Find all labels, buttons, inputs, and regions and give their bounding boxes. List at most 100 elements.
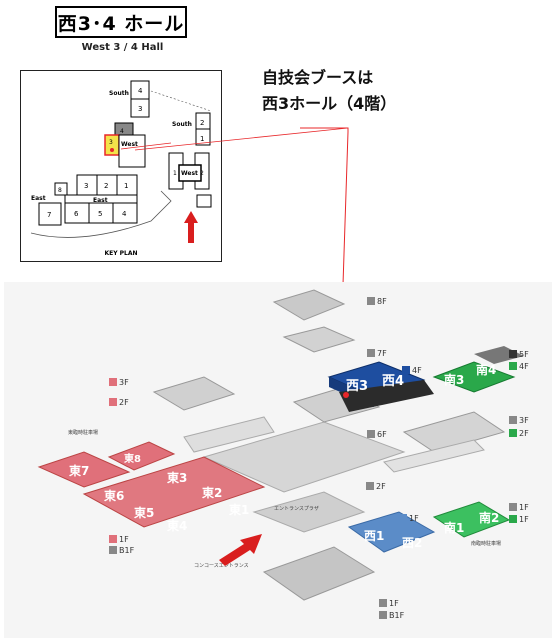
hall-west4-label: 西4 (382, 374, 404, 389)
key-plan: South 4 3 4 3 West South 2 1 West 1 2 3 (20, 70, 222, 262)
floor-2-tag-icon (366, 482, 374, 490)
east-hall-main-block (82, 456, 266, 528)
hall-east1-label: 東1 (229, 502, 249, 517)
kp-south-upper-label: South (109, 90, 129, 97)
kp-label-e2: 2 (104, 182, 108, 190)
top-building-7f (282, 326, 356, 353)
west-lower-halls (347, 511, 436, 553)
floor-3-label: 3F (519, 416, 529, 425)
kp-up-arrow-icon (184, 211, 198, 223)
hall-south1-label: 南1 (444, 520, 464, 535)
floor-3-east-tag-icon (109, 378, 117, 386)
floor-2-east-tag-icon (109, 398, 117, 406)
floor-1-west-tag-icon (399, 514, 407, 522)
floor-4-west-tag-icon (402, 366, 410, 374)
kp-east-label: East (93, 197, 108, 204)
south-walkway (402, 411, 506, 453)
kp-east-hall-4 (112, 202, 138, 224)
kp-label-wr2: 2 (200, 170, 204, 177)
floor-2-label: 2F (376, 482, 386, 491)
hall-west2-label: 西2 (402, 536, 422, 550)
hall-south4-label: 南4 (476, 362, 496, 377)
east-upper-block (152, 376, 236, 411)
venue-map: 西3 西4 南3 南4 南1 南2 西1 西2 東7 東8 東6 東5 東4 東… (4, 282, 552, 638)
kp-east-hall-7 (38, 202, 62, 226)
floor-7-tag-icon (367, 349, 375, 357)
callout-line-1: 自技会ブースは (262, 68, 374, 87)
entrance-arrow-icon (219, 534, 262, 566)
callout-leader-line (300, 127, 349, 377)
hall-south3-label: 南3 (444, 372, 464, 387)
floor-4-south-label: 4F (519, 362, 529, 371)
south-parking-label: 南臨時駐車場 (471, 540, 501, 547)
key-plan-svg: South 4 3 4 3 West South 2 1 West 1 2 3 (30, 80, 212, 243)
floor-7-label: 7F (377, 349, 387, 358)
south-bridge (383, 439, 485, 473)
page-title: 西3･4 ホール (55, 6, 187, 38)
floor-5-label: 5F (519, 350, 529, 359)
page-title-text: 西3･4 ホール (57, 12, 185, 35)
top-building-8f (272, 289, 346, 321)
lower-building-b1 (262, 546, 376, 601)
floor-5-tag-icon (509, 350, 517, 358)
floor-3-tag-icon (509, 416, 517, 424)
kp-label-e4: 4 (122, 210, 127, 218)
floor-1-lower-label: 1F (389, 599, 399, 608)
kp-label-wr1: 1 (173, 170, 177, 177)
floor-8-tag-icon (367, 297, 375, 305)
target-booth-marker (343, 392, 349, 398)
kp-west-atrium (178, 164, 202, 182)
callout-line-2: 西3ホール（4階） (262, 94, 397, 113)
floor-4-west-label: 4F (412, 366, 422, 375)
station-label: コンコースエントランス (194, 563, 249, 569)
floor-6-label: 6F (377, 430, 387, 439)
kp-arrow-shaft (188, 221, 194, 243)
page-subtitle: West 3 / 4 Hall (81, 42, 164, 53)
kp-label-s3: 3 (138, 105, 142, 113)
hall-east3-label: 東3 (167, 470, 187, 485)
hall-east4-label: 東4 (167, 518, 187, 533)
floor-1-label: 1F (519, 503, 529, 512)
hall-east2-label: 東2 (202, 485, 222, 500)
floor-1-south-tag-icon (509, 515, 517, 523)
kp-target-dot (110, 148, 114, 152)
floor-3-east-label: 3F (119, 378, 129, 387)
floor-1-south-label: 1F (519, 515, 529, 524)
kp-label-s2: 2 (200, 119, 204, 127)
kp-east-hall-8 (54, 182, 68, 196)
kp-south-hall-1 (195, 128, 211, 146)
callout-leader-line-2 (134, 127, 349, 151)
hall-west1-label: 西1 (364, 529, 384, 543)
kp-west-block (118, 134, 146, 168)
kp-south-hall-3 (130, 98, 150, 118)
floor-2-south-tag-icon (509, 429, 517, 437)
floor-b1-lower-tag-icon (379, 611, 387, 619)
kp-pointer-line (120, 142, 172, 150)
kp-west-right-label: West (181, 170, 198, 177)
venue-map-svg: 西3 西4 南3 南4 南1 南2 西1 西2 東7 東8 東6 東5 東4 東… (37, 289, 529, 620)
hall-south2-label: 南2 (479, 510, 499, 525)
hall-west3-label: 西3 (346, 379, 368, 394)
floor-b1-lower-label: B1F (389, 611, 405, 620)
kp-label-e7: 7 (47, 211, 51, 219)
floor-2-south-label: 2F (519, 429, 529, 438)
kp-small-block (196, 194, 212, 208)
kp-label-w3: 3 (109, 139, 113, 146)
kp-label-s1: 1 (200, 135, 204, 143)
kp-label-w4: 4 (120, 128, 124, 135)
floor-1-west-label: 1F (409, 514, 419, 523)
key-plan-caption: KEY PLAN (104, 250, 138, 257)
south-upper-halls (432, 361, 516, 393)
floor-1-tag-icon (509, 503, 517, 511)
kp-label-s4: 4 (138, 87, 143, 95)
central-plaza (202, 421, 406, 493)
floor-1-lower-tag-icon (379, 599, 387, 607)
kp-east-side-label: East (31, 195, 46, 202)
east-promenade (183, 416, 275, 453)
east-hall-7-block (37, 451, 131, 488)
kp-label-e6: 6 (74, 210, 79, 218)
floor-1-east-label: 1F (119, 535, 129, 544)
floor-4-south-tag-icon (509, 362, 517, 370)
west-upper-edge (339, 380, 434, 412)
floor-6-tag-icon (367, 430, 375, 438)
